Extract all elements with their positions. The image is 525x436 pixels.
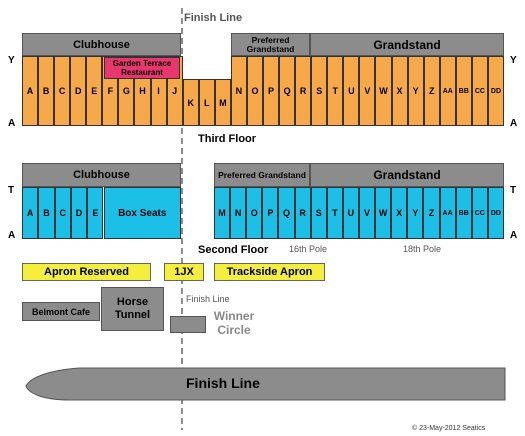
second-section-aa[interactable]: AA [439,187,456,239]
third-section-s[interactable]: S [311,56,328,126]
second-section-s[interactable]: S [310,187,327,239]
eighteenth-pole-label: 18th Pole [403,244,442,254]
third-section-u[interactable]: U [343,56,360,126]
third-section-q[interactable]: Q [279,56,296,126]
row-a-left: A [8,118,16,129]
winner-circle-label: Winner Circle [213,309,255,337]
row-a-right: A [510,118,518,129]
second-section-d[interactable]: D [70,187,88,239]
horse-tunnel: Horse Tunnel [101,287,164,331]
third-preferred-header: Preferred Grandstand [231,33,310,56]
third-section-m[interactable]: M [214,79,231,126]
second-section-r[interactable]: R [294,187,311,239]
row-y-right: Y [510,55,517,66]
belmont-cafe: Belmont Cafe [22,302,100,321]
second-preferred-header: Preferred Grandstand [214,163,310,187]
winner-circle-box [170,316,206,333]
second-section-a[interactable]: A [22,187,39,239]
row-y-left: Y [8,55,15,66]
second-section-n[interactable]: N [230,187,247,239]
garden-terrace-restaurant[interactable]: Garden Terrace Restaurant [104,57,180,79]
third-section-bb[interactable]: BB [455,56,472,126]
1jx-section[interactable]: 1JX [164,263,204,281]
copyright-text: © 23-May-2012 Seatics [412,425,486,432]
third-grandstand-header: Grandstand [310,33,504,56]
second-section-dd[interactable]: DD [487,187,504,239]
track-finish-line-label: Finish Line [186,375,260,391]
second-section-y[interactable]: Y [407,187,424,239]
third-section-t[interactable]: T [327,56,344,126]
third-section-z[interactable]: Z [423,56,440,126]
row-t-left: T [8,185,15,196]
row-a2-right: A [510,230,518,241]
second-clubhouse-header: Clubhouse [22,163,181,187]
second-section-t[interactable]: T [326,187,343,239]
finish-line-top-label: Finish Line [184,12,243,24]
third-section-n[interactable]: N [230,56,247,126]
trackside-apron-section[interactable]: Trackside Apron [214,263,325,281]
second-section-o[interactable]: O [246,187,263,239]
race-track [25,367,506,401]
sixteenth-pole-label: 16th Pole [289,244,328,254]
third-section-a[interactable]: A [22,56,39,126]
second-section-v[interactable]: V [359,187,376,239]
third-section-v[interactable]: V [359,56,376,126]
third-section-w[interactable]: W [375,56,392,126]
third-section-o[interactable]: O [246,56,263,126]
third-section-dd[interactable]: DD [487,56,504,126]
third-clubhouse-header: Clubhouse [22,33,181,56]
second-section-p[interactable]: P [262,187,279,239]
second-section-w[interactable]: W [375,187,392,239]
row-t-right: T [510,185,517,196]
second-section-bb[interactable]: BB [455,187,472,239]
second-section-u[interactable]: U [342,187,359,239]
third-section-d[interactable]: D [70,56,87,126]
third-section-k[interactable]: K [182,79,199,126]
second-section-e[interactable]: E [87,187,104,239]
second-section-m[interactable]: M [214,187,231,239]
third-section-r[interactable]: R [295,56,312,126]
second-grandstand-header: Grandstand [310,163,504,187]
third-section-p[interactable]: P [263,56,280,126]
second-section-b[interactable]: B [38,187,55,239]
second-section-z[interactable]: Z [423,187,440,239]
third-section-e[interactable]: E [86,56,103,126]
third-section-y[interactable]: Y [407,56,424,126]
second-section-c[interactable]: C [54,187,71,239]
apron-reserved-section[interactable]: Apron Reserved [22,263,151,281]
third-section-l[interactable]: L [198,79,215,126]
row-a2-left: A [8,230,16,241]
box-seats-section[interactable]: Box Seats [103,187,181,239]
third-floor-label: Third Floor [198,133,257,145]
second-floor-label: Second Floor [198,244,269,256]
third-section-b[interactable]: B [38,56,55,126]
third-section-aa[interactable]: AA [439,56,456,126]
second-section-cc[interactable]: CC [471,187,488,239]
second-section-x[interactable]: X [391,187,408,239]
finish-line-small-label: Finish Line [186,294,230,304]
third-section-c[interactable]: C [54,56,71,126]
third-section-x[interactable]: X [391,56,408,126]
second-section-q[interactable]: Q [278,187,295,239]
third-section-cc[interactable]: CC [471,56,488,126]
